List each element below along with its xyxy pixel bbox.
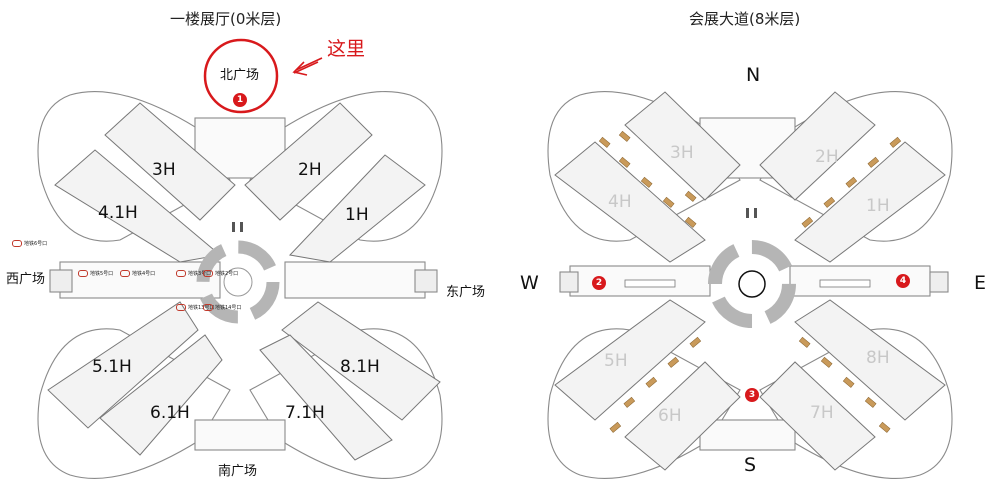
south-plaza-label: 南广场 <box>218 464 258 479</box>
hall-4-1h: 4.1H <box>98 203 138 223</box>
hall-5-1h: 5.1H <box>92 357 132 377</box>
here-label: 这里 <box>327 38 366 60</box>
hall-5.1h-shape <box>47 301 199 429</box>
north-plaza-label: 北广场 <box>220 68 260 83</box>
ground-floor-title: 一楼展厅(0米层) <box>170 10 282 28</box>
hall-7h-shape <box>759 361 876 471</box>
hall-3h: 3H <box>670 143 694 163</box>
hall-3h: 3H <box>152 160 176 180</box>
metro-icon <box>120 270 130 277</box>
hall-6-1h: 6.1H <box>150 403 190 423</box>
hall-6.1h-shape <box>99 334 223 456</box>
north-plaza-highlight-circle <box>203 38 279 114</box>
floor-plan-ground: 一楼展厅(0米层) <box>6 10 486 479</box>
metro-exit-2: 地铁2号口 <box>203 270 238 277</box>
metro-exit-4: 地铁4号口 <box>120 270 155 277</box>
hall-6h: 6H <box>658 406 682 426</box>
hall-3h-shape <box>624 91 741 201</box>
hall-6h-shape <box>624 361 741 471</box>
compass-east: E <box>974 272 987 294</box>
hall-4h-shape <box>554 141 706 263</box>
hall-2h: 2H <box>298 160 322 180</box>
boulevard-floor-map <box>547 91 953 479</box>
hall-2h: 2H <box>815 147 839 167</box>
compass-west: W <box>520 272 539 294</box>
hall-8h: 8H <box>866 348 890 368</box>
compass-north: N <box>746 64 761 86</box>
hall-7h: 7H <box>810 403 834 423</box>
hall-1h: 1H <box>345 205 369 225</box>
metro-exit-13: 地铁13号口 <box>176 304 214 311</box>
metro-exit-14: 地铁14号口 <box>203 304 241 311</box>
marker-3: 3 <box>745 388 759 402</box>
hall-2h-shape <box>244 102 373 221</box>
marker-2: 2 <box>592 276 606 290</box>
metro-icon <box>78 270 88 277</box>
hall-4h: 4H <box>608 192 632 212</box>
marker-1: 1 <box>233 93 247 107</box>
compass-south: S <box>744 454 757 476</box>
hall-8.1h-shape <box>281 301 441 421</box>
hall-7-1h: 7.1H <box>285 403 325 423</box>
metro-exit-3: 地铁3号口 <box>176 270 211 277</box>
hall-5h-shape <box>554 299 706 421</box>
hall-8h-shape <box>794 299 946 421</box>
hall-2h-shape <box>759 91 876 201</box>
ground-floor-map <box>37 38 443 479</box>
metro-icon <box>203 270 213 277</box>
hall-1h: 1H <box>866 196 890 216</box>
metro-exit-5: 地铁5号口 <box>78 270 113 277</box>
metro-icon <box>176 304 186 311</box>
hall-8-1h: 8.1H <box>340 357 380 377</box>
metro-exit-6: 地铁6号口 <box>12 240 47 247</box>
west-plaza-label: 西广场 <box>6 272 46 287</box>
booth-rows <box>598 130 902 433</box>
metro-icon <box>176 270 186 277</box>
floor-plan-boulevard: 会展大道(8米层) <box>500 0 999 502</box>
marker-4: 4 <box>896 274 910 288</box>
east-plaza-label: 东广场 <box>446 285 486 300</box>
hall-1h-shape <box>794 141 946 263</box>
metro-icon <box>203 304 213 311</box>
hall-1h-shape <box>288 154 426 263</box>
hall-3h-shape <box>104 102 236 221</box>
boulevard-floor-title: 会展大道(8米层) <box>689 10 801 28</box>
hall-7.1h-shape <box>259 334 393 461</box>
metro-icon <box>12 240 22 247</box>
hall-5h: 5H <box>604 351 628 371</box>
here-arrow-icon <box>292 57 323 76</box>
